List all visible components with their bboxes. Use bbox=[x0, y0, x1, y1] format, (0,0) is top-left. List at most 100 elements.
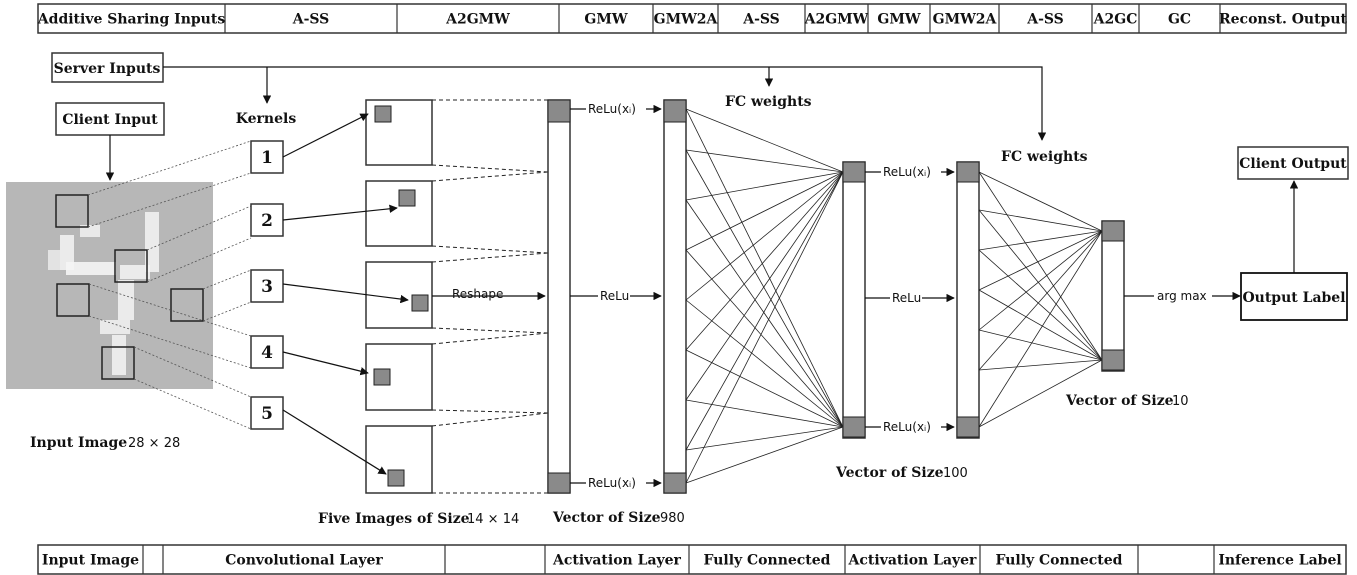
fc2-edge bbox=[978, 230, 1103, 251]
server-inputs-label: Server Inputs bbox=[54, 61, 161, 77]
fc1-edge bbox=[685, 149, 844, 428]
feature-map-patch bbox=[374, 105, 392, 123]
relu2-mid-label: ReLu bbox=[892, 291, 921, 305]
output-label-text: Output Label bbox=[1242, 290, 1345, 306]
feature-map-patch bbox=[373, 368, 391, 386]
kernel-box-1 bbox=[250, 140, 284, 174]
input-image-caption: Input Image bbox=[30, 435, 127, 451]
vector-980-a bbox=[547, 99, 571, 494]
kernel-box-5 bbox=[250, 396, 284, 430]
fc1-edge bbox=[685, 199, 844, 428]
bottom-bar-cell: Fully Connected bbox=[704, 553, 831, 569]
fc-weights-2-label: FC weights bbox=[1001, 149, 1088, 165]
vec980-size: 980 bbox=[660, 511, 685, 526]
receptive-field-3 bbox=[56, 283, 90, 317]
fc1-edge bbox=[685, 149, 844, 173]
fc1-edge bbox=[685, 108, 844, 428]
kernel-box-3 bbox=[250, 269, 284, 303]
five-images-caption: Five Images of Size bbox=[318, 511, 470, 527]
fc2-edge bbox=[978, 359, 1103, 428]
bottom-bar-cell: Activation Layer bbox=[848, 553, 978, 569]
top-phase-bar: Additive Sharing Inputs A-SS A2GMW GMW GMW2A… bbox=[37, 3, 1348, 34]
fc1-edge bbox=[685, 171, 844, 484]
kernel-number: 5 bbox=[261, 404, 273, 424]
server-inputs-group: Server Inputs bbox=[51, 52, 1047, 141]
input-image-background bbox=[6, 182, 213, 389]
top-bar-cell: GC bbox=[1168, 12, 1191, 28]
output-label-box bbox=[1240, 272, 1348, 321]
bottom-bar-cell: Fully Connected bbox=[996, 553, 1123, 569]
fc2-connections bbox=[978, 171, 1103, 428]
top-bar-cell: A2GMW bbox=[445, 12, 510, 28]
fc2-edge bbox=[978, 289, 1103, 361]
fc1-edge bbox=[685, 171, 844, 251]
reshape-label: Reshape bbox=[452, 287, 503, 301]
top-bar-cell: GMW bbox=[877, 12, 920, 28]
argmax-label: arg max bbox=[1157, 289, 1207, 303]
top-bar-cell: A2GMW bbox=[804, 12, 869, 28]
fc1-edge bbox=[685, 399, 844, 428]
client-output-box bbox=[1237, 146, 1349, 180]
vector-10 bbox=[1101, 220, 1125, 372]
top-bar-frame bbox=[37, 3, 1347, 34]
fc1-edge bbox=[685, 171, 844, 301]
bottom-bar-cell: Inference Label bbox=[1218, 553, 1341, 569]
top-bar-cell: A-SS bbox=[292, 12, 330, 28]
fc1-edge bbox=[685, 349, 844, 428]
top-bar-cell: Additive Sharing Inputs bbox=[37, 12, 226, 28]
client-input-label: Client Input bbox=[62, 112, 158, 128]
vec10-size: 10 bbox=[1172, 394, 1189, 409]
top-bar-cell: A-SS bbox=[1026, 12, 1064, 28]
kernel-number: 4 bbox=[261, 343, 273, 363]
receptive-field-4 bbox=[170, 288, 204, 322]
relu2-top-label: ReLu(xᵢ) bbox=[883, 165, 931, 179]
top-bar-cell: GMW bbox=[584, 12, 627, 28]
feature-map-patch bbox=[387, 469, 405, 487]
fc1-edge bbox=[685, 171, 844, 401]
fc2-edge bbox=[978, 230, 1103, 371]
bottom-bar-cell: Input Image bbox=[42, 553, 139, 569]
vec100-caption: Vector of Size bbox=[835, 465, 944, 481]
input-image bbox=[6, 182, 213, 389]
fc2-edge bbox=[978, 171, 1103, 361]
receptive-field-1 bbox=[55, 194, 89, 228]
vector-100-b bbox=[956, 161, 980, 439]
five-images-size: 14 × 14 bbox=[467, 512, 519, 527]
fc2-edge bbox=[978, 230, 1103, 331]
fc2-edge bbox=[978, 249, 1103, 361]
kernel-box-4 bbox=[250, 335, 284, 369]
top-bar-cell: GMW2A bbox=[933, 12, 998, 28]
relu1-bottom-label: ReLu(xᵢ) bbox=[588, 476, 636, 490]
vector-980-b bbox=[663, 99, 687, 494]
vec10-caption: Vector of Size bbox=[1065, 393, 1174, 409]
fc1-edge bbox=[685, 171, 844, 201]
bottom-bar-frame bbox=[37, 544, 1347, 575]
fc1-edge bbox=[685, 249, 844, 428]
fc2-edge bbox=[978, 230, 1103, 291]
feature-maps bbox=[365, 99, 433, 494]
vec100-size: 100 bbox=[943, 466, 968, 481]
input-image-size: 28 × 28 bbox=[128, 436, 180, 451]
fc2-edge bbox=[978, 329, 1103, 361]
top-bar-cell: A-SS bbox=[742, 12, 780, 28]
vec980-caption: Vector of Size bbox=[552, 510, 661, 526]
top-bar-cell: A2GC bbox=[1093, 12, 1138, 28]
fc1-connections bbox=[685, 108, 844, 484]
handwritten-digit bbox=[48, 212, 159, 375]
bottom-bar-cell: Activation Layer bbox=[552, 553, 682, 569]
feature-map-patch bbox=[411, 294, 429, 312]
kernel-number: 1 bbox=[261, 148, 273, 168]
receptive-projections bbox=[87, 140, 252, 430]
reshape-dashed-lines bbox=[431, 99, 549, 494]
top-bar-cell: Reconst. Output bbox=[1219, 12, 1347, 28]
fc2-edge bbox=[978, 171, 1103, 232]
fc2-edge bbox=[978, 359, 1103, 371]
feature-map-4 bbox=[365, 343, 433, 411]
fc-weights-1-label: FC weights bbox=[725, 94, 812, 110]
kernel-to-map-arrows bbox=[282, 113, 409, 475]
client-input-group: Client Input bbox=[55, 102, 165, 181]
client-input-box bbox=[55, 102, 165, 136]
kernel-number: 3 bbox=[261, 277, 273, 297]
